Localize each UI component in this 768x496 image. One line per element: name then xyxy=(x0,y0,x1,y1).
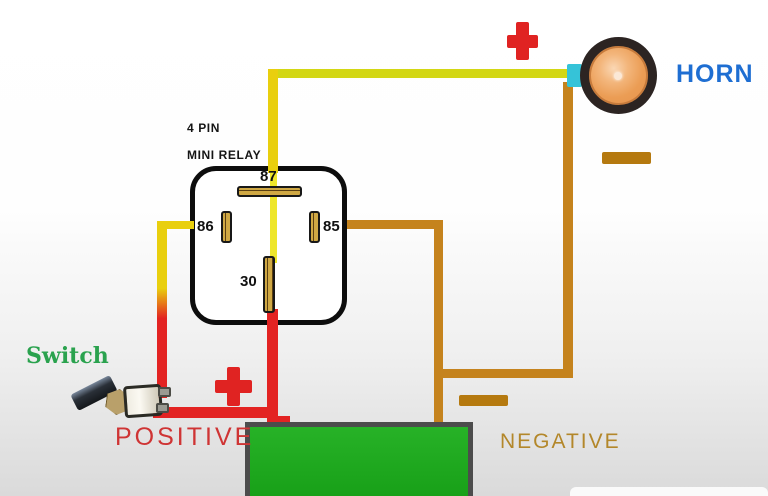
wire-switch-to-positive xyxy=(153,407,278,418)
horn-label: HORN xyxy=(676,60,754,88)
wire-86-to-switch-vertical xyxy=(157,221,167,398)
wire-30-to-battery xyxy=(267,309,278,430)
relay-pin-85-terminal xyxy=(309,211,320,243)
horn-icon-center xyxy=(614,72,622,80)
horn-icon xyxy=(580,37,657,114)
relay-title-line1: 4 PIN xyxy=(187,121,221,135)
relay-pin-86-label: 86 xyxy=(197,218,214,235)
toggle-switch-icon xyxy=(66,374,178,428)
switch-terminal-bottom xyxy=(156,403,169,413)
relay-pin-30-terminal xyxy=(263,256,275,313)
watermark-strip xyxy=(570,487,768,496)
plus-icon xyxy=(507,22,538,60)
wire-horn-ground-horizontal xyxy=(434,369,573,378)
wire-relay-top-vertical xyxy=(268,69,278,173)
wire-relay-to-horn xyxy=(272,69,573,78)
positive-label: POSITIVE xyxy=(115,423,255,451)
switch-terminal-top xyxy=(158,387,171,397)
wire-relay-internal xyxy=(270,171,277,263)
plus-icon xyxy=(215,367,252,406)
wire-85-to-battery-vertical xyxy=(434,220,443,428)
minus-icon xyxy=(602,152,651,164)
relay-pin-85-label: 85 xyxy=(323,218,340,235)
relay-pin-87-label: 87 xyxy=(260,168,277,185)
wire-86-horizontal xyxy=(158,221,194,229)
negative-label: NEGATIVE xyxy=(500,430,621,453)
wire-horn-ground-vertical xyxy=(563,82,573,378)
wire-85-horizontal xyxy=(347,220,443,229)
relay-pin-86-terminal xyxy=(221,211,232,243)
horn-connector xyxy=(567,64,582,87)
relay-title: 4 PIN MINI RELAY xyxy=(187,121,262,163)
relay-pin-87-terminal xyxy=(237,186,302,197)
switch-label: Switch xyxy=(26,343,109,369)
relay-title-line2: MINI RELAY xyxy=(187,148,262,162)
battery-icon xyxy=(245,422,473,496)
relay-pin-30-label: 30 xyxy=(240,273,257,290)
minus-icon xyxy=(459,395,508,406)
